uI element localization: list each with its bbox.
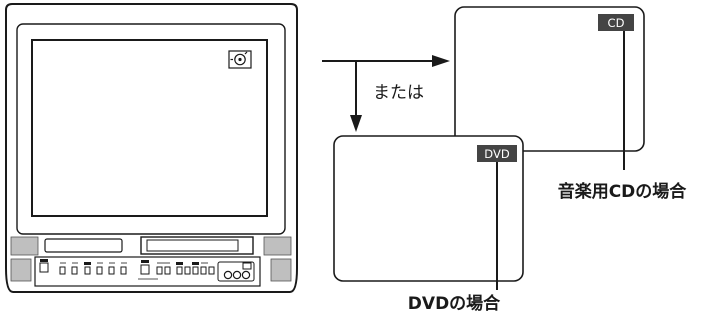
panel-button[interactable] <box>184 266 191 275</box>
disc-tray-door <box>146 239 239 252</box>
screen-cd-caption: 音楽用CDの場合 <box>558 181 688 202</box>
panel-button[interactable] <box>208 266 215 275</box>
panel-button[interactable] <box>156 266 163 275</box>
panel-button[interactable] <box>71 266 78 275</box>
screen-dvd-frame <box>333 135 524 282</box>
panel-button[interactable] <box>108 266 115 275</box>
screen-dvd-caption: DVDの場合 <box>408 293 501 314</box>
panel-button[interactable] <box>192 266 199 275</box>
tv-unit <box>5 3 298 293</box>
tv-screen <box>31 39 268 217</box>
panel-button[interactable] <box>164 266 171 275</box>
control-button-tops <box>40 259 199 265</box>
panel-button[interactable] <box>84 266 91 275</box>
input-jacks <box>217 261 255 282</box>
speaker-grille-bottom-right <box>270 258 292 282</box>
speaker-grille-bottom-left <box>10 258 32 282</box>
panel-button[interactable] <box>120 266 127 275</box>
disc-icon <box>228 50 252 69</box>
panel-button[interactable] <box>59 266 66 275</box>
power-button[interactable] <box>39 262 49 273</box>
arrow-caption: または <box>373 83 424 103</box>
screen-dvd-badge-bg <box>477 145 517 162</box>
screen-cd: CD <box>454 6 645 170</box>
screen-cd-badge-bg <box>598 14 634 31</box>
arrow-to-cd-head <box>432 55 450 67</box>
screen-dvd: DVD <box>333 135 524 290</box>
cassette-slot[interactable] <box>44 238 123 253</box>
screen-dvd-badge: DVD <box>484 147 510 161</box>
control-buttons <box>39 262 215 275</box>
panel-fine-text <box>60 262 208 280</box>
screen-cd-badge: CD <box>608 16 625 30</box>
panel-button[interactable] <box>176 266 183 275</box>
speaker-grille-right <box>263 236 292 256</box>
panel-button[interactable] <box>200 266 207 275</box>
screen-cd-frame <box>454 6 645 152</box>
arrow-to-dvd-head <box>350 115 362 132</box>
panel-button[interactable] <box>140 264 150 275</box>
output-arrows <box>322 55 450 132</box>
speaker-grille-left <box>10 236 39 256</box>
panel-button[interactable] <box>96 266 103 275</box>
